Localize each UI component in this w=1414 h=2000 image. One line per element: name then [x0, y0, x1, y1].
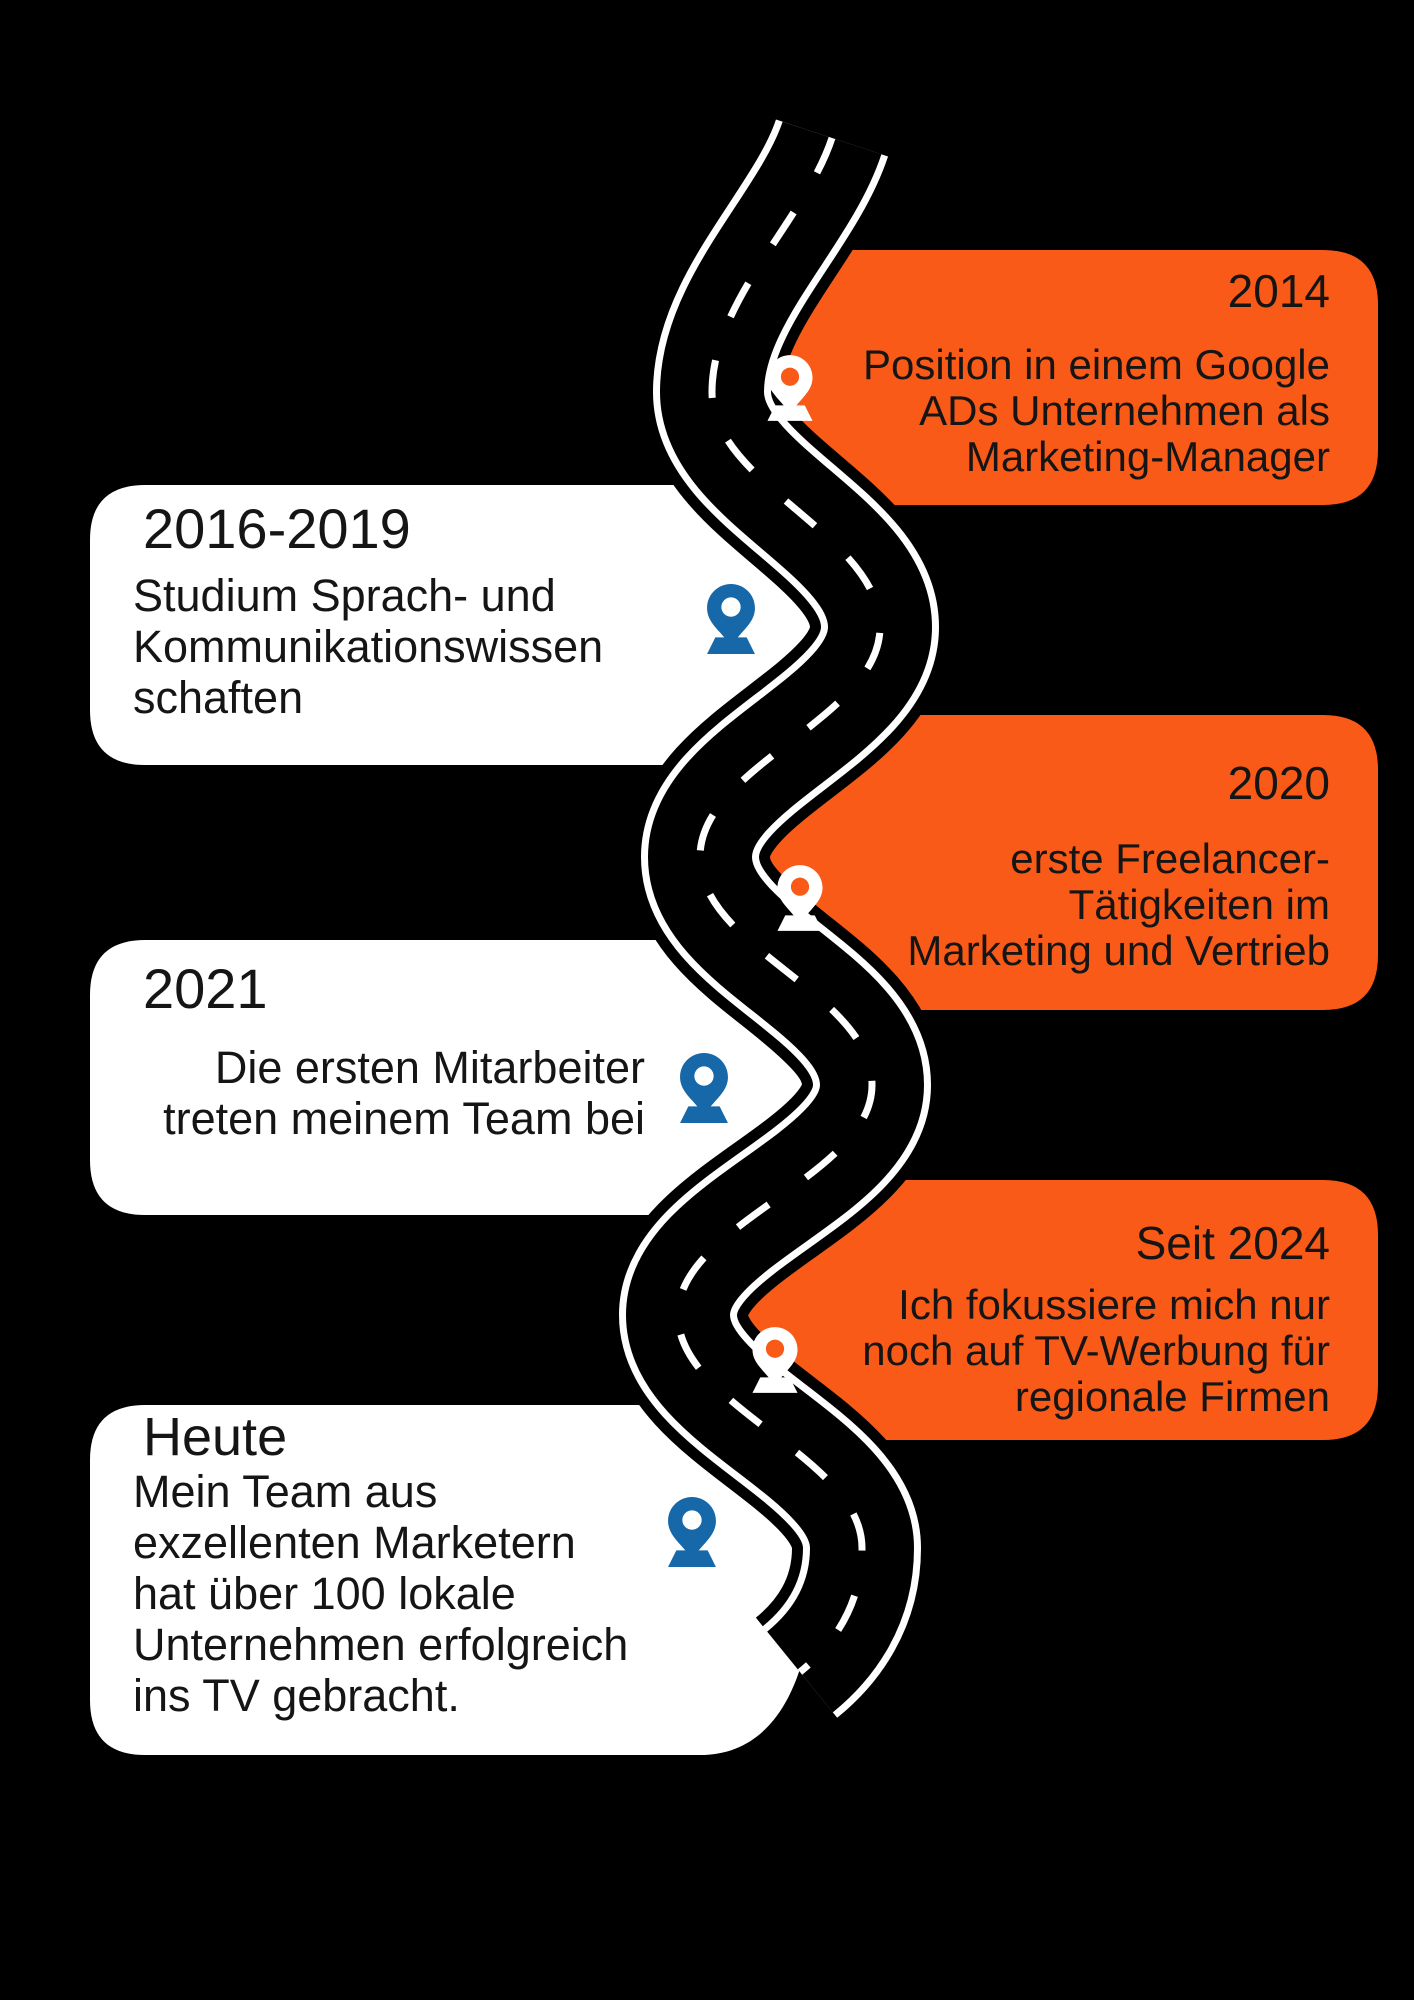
- milestone-text-heute: Mein Team aus exzellenten Marketern hat …: [133, 1466, 629, 1721]
- card-2014: [645, 250, 1378, 505]
- map-pin-icon: [707, 584, 755, 654]
- milestone-year-heute: Heute: [143, 1407, 288, 1467]
- card-2016-2019: [90, 485, 815, 765]
- milestone-year-2021: 2021: [143, 957, 268, 1020]
- map-pin-icon: [668, 1497, 716, 1567]
- card-2021: [90, 940, 815, 1215]
- milestone-year-2020: 2020: [1227, 757, 1330, 809]
- milestone-text-2014: Position in einem Google ADs Unternehmen…: [863, 341, 1330, 480]
- milestone-text-2020: erste Freelancer- Tätigkeiten im Marketi…: [907, 835, 1330, 974]
- map-pin-icon: [752, 1327, 798, 1393]
- milestone-text-2016-2019: Studium Sprach- und Kommunikationswissen…: [133, 570, 604, 723]
- milestone-year-2014: 2014: [1227, 265, 1330, 317]
- milestone-year-2016-2019: 2016-2019: [143, 497, 411, 560]
- map-pin-icon: [767, 355, 813, 421]
- milestone-text-2021: Die ersten Mitarbeiter treten meinem Tea…: [163, 1042, 645, 1144]
- winding-road-icon: [607, 113, 951, 1727]
- map-pin-icon: [680, 1053, 728, 1123]
- milestone-year-seit-2024: Seit 2024: [1135, 1217, 1330, 1269]
- card-heute: [90, 1405, 815, 1755]
- milestone-text-seit-2024: Ich fokussiere mich nur noch auf TV-Werb…: [862, 1281, 1330, 1420]
- map-pin-icon: [777, 865, 823, 931]
